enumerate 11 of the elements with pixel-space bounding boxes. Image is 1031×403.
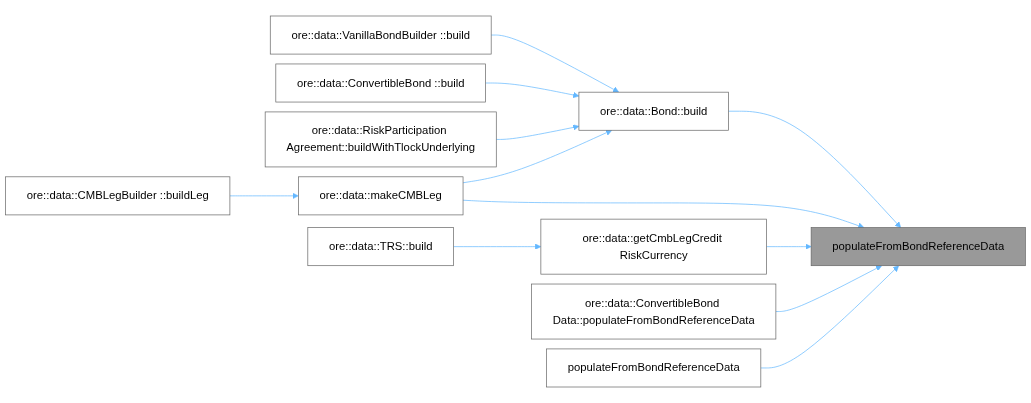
- node-box: ore::data::CMBLegBuilder ::buildLeg: [5, 176, 231, 216]
- node-box: ore::data::VanillaBondBuilder ::build: [269, 15, 492, 55]
- node-box: ore::data::TRS::build: [307, 227, 454, 267]
- node-box: ore::data::getCmbLegCredit RiskCurrency: [540, 218, 767, 275]
- node-box: populateFromBondReferenceData: [810, 227, 1026, 267]
- node-box: ore::data::Bond::build: [578, 91, 729, 131]
- node-box: populateFromBondReferenceData: [546, 348, 762, 388]
- node-box: ore::data::RiskParticipation Agreement::buildWithTlockUnderlying: [264, 111, 497, 168]
- node-box: ore::data::makeCMBLeg: [298, 176, 464, 216]
- node-box: ore::data::ConvertibleBond ::build: [275, 63, 486, 103]
- node-box: ore::data::ConvertibleBond Data::populateFromBondReferenceData: [531, 283, 777, 340]
